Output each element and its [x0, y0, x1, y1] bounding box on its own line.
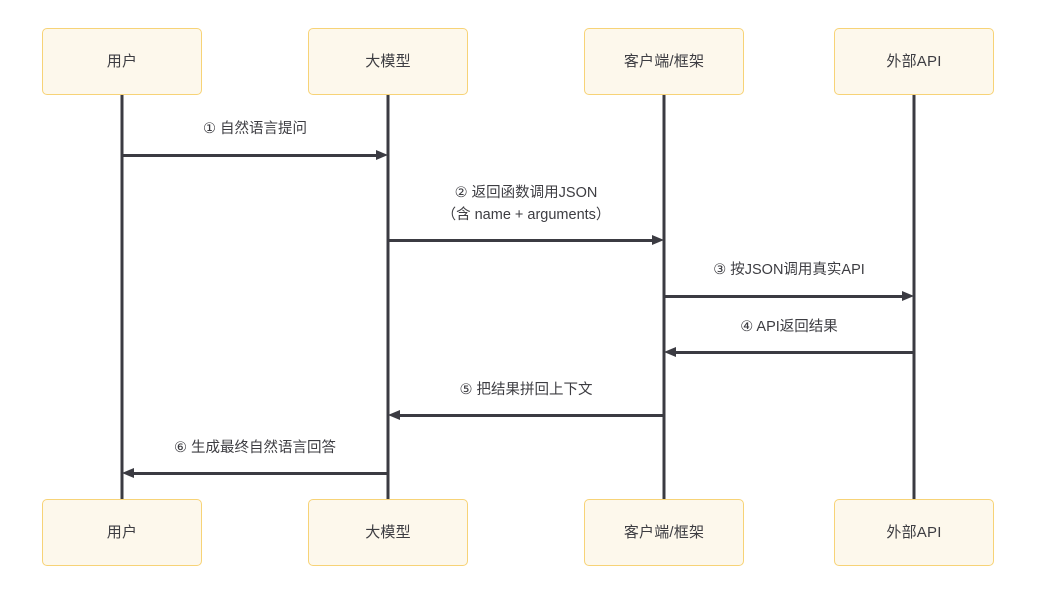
actor-label-extapi-top: 外部API [886, 52, 942, 70]
message-line-3 [664, 295, 902, 298]
arrowhead-right-1 [376, 149, 388, 160]
message-label-3-line1: ③ 按JSON调用真实API [713, 262, 865, 278]
message-label-6-line1: ⑥ 生成最终自然语言回答 [173, 440, 337, 456]
actor-label-llm-bottom: 大模型 [365, 523, 411, 541]
actor-box-user-top[interactable]: 用户 [42, 28, 202, 95]
actor-box-client-bottom[interactable]: 客户端/框架 [584, 499, 744, 566]
actor-label-user-bottom: 用户 [106, 523, 138, 541]
actor-box-extapi-bottom[interactable]: 外部API [834, 499, 994, 566]
actor-label-client-bottom: 客户端/框架 [623, 523, 705, 541]
actor-box-client-top[interactable]: 客户端/框架 [584, 28, 744, 95]
arrowhead-left-6 [122, 467, 134, 478]
message-line-2 [388, 239, 652, 242]
actor-box-user-bottom[interactable]: 用户 [42, 499, 202, 566]
message-line-1 [122, 154, 376, 157]
message-label-5: ⑤ 把结果拼回上下文 [459, 379, 592, 401]
message-line-4 [676, 351, 914, 354]
message-label-3: ③ 按JSON调用真实API [713, 259, 865, 281]
message-label-4: ④ API返回结果 [740, 316, 838, 338]
message-label-1: ① 自然语言提问 [203, 118, 307, 140]
actor-label-client-top: 客户端/框架 [623, 52, 705, 70]
actor-label-user-top: 用户 [106, 52, 138, 70]
message-label-1-line1: ① 自然语言提问 [202, 121, 308, 137]
arrowhead-left-5 [388, 409, 400, 420]
arrowhead-right-3 [902, 290, 914, 301]
message-label-2-line2: （含 name + arguments） [441, 207, 611, 224]
message-line-6 [134, 472, 388, 475]
lifeline-user [120, 95, 124, 499]
actor-box-llm-top[interactable]: 大模型 [308, 28, 468, 95]
actor-box-llm-bottom[interactable]: 大模型 [308, 499, 468, 566]
message-label-6: ⑥ 生成最终自然语言回答 [174, 437, 336, 459]
actor-label-llm-top: 大模型 [365, 52, 411, 70]
message-line-5 [400, 414, 664, 417]
message-label-2: ② 返回函数调用JSON （含 name + arguments） [442, 182, 611, 227]
message-label-4-line1: ④ API返回结果 [740, 319, 838, 335]
message-label-2-line1: ② 返回函数调用JSON [454, 185, 598, 201]
actor-label-extapi-bottom: 外部API [886, 523, 942, 541]
lifeline-llm [386, 95, 390, 499]
actor-box-extapi-top[interactable]: 外部API [834, 28, 994, 95]
arrowhead-left-4 [664, 346, 676, 357]
arrowhead-right-2 [652, 234, 664, 245]
lifeline-extapi [912, 95, 916, 499]
message-label-5-line1: ⑤ 把结果拼回上下文 [459, 382, 593, 398]
